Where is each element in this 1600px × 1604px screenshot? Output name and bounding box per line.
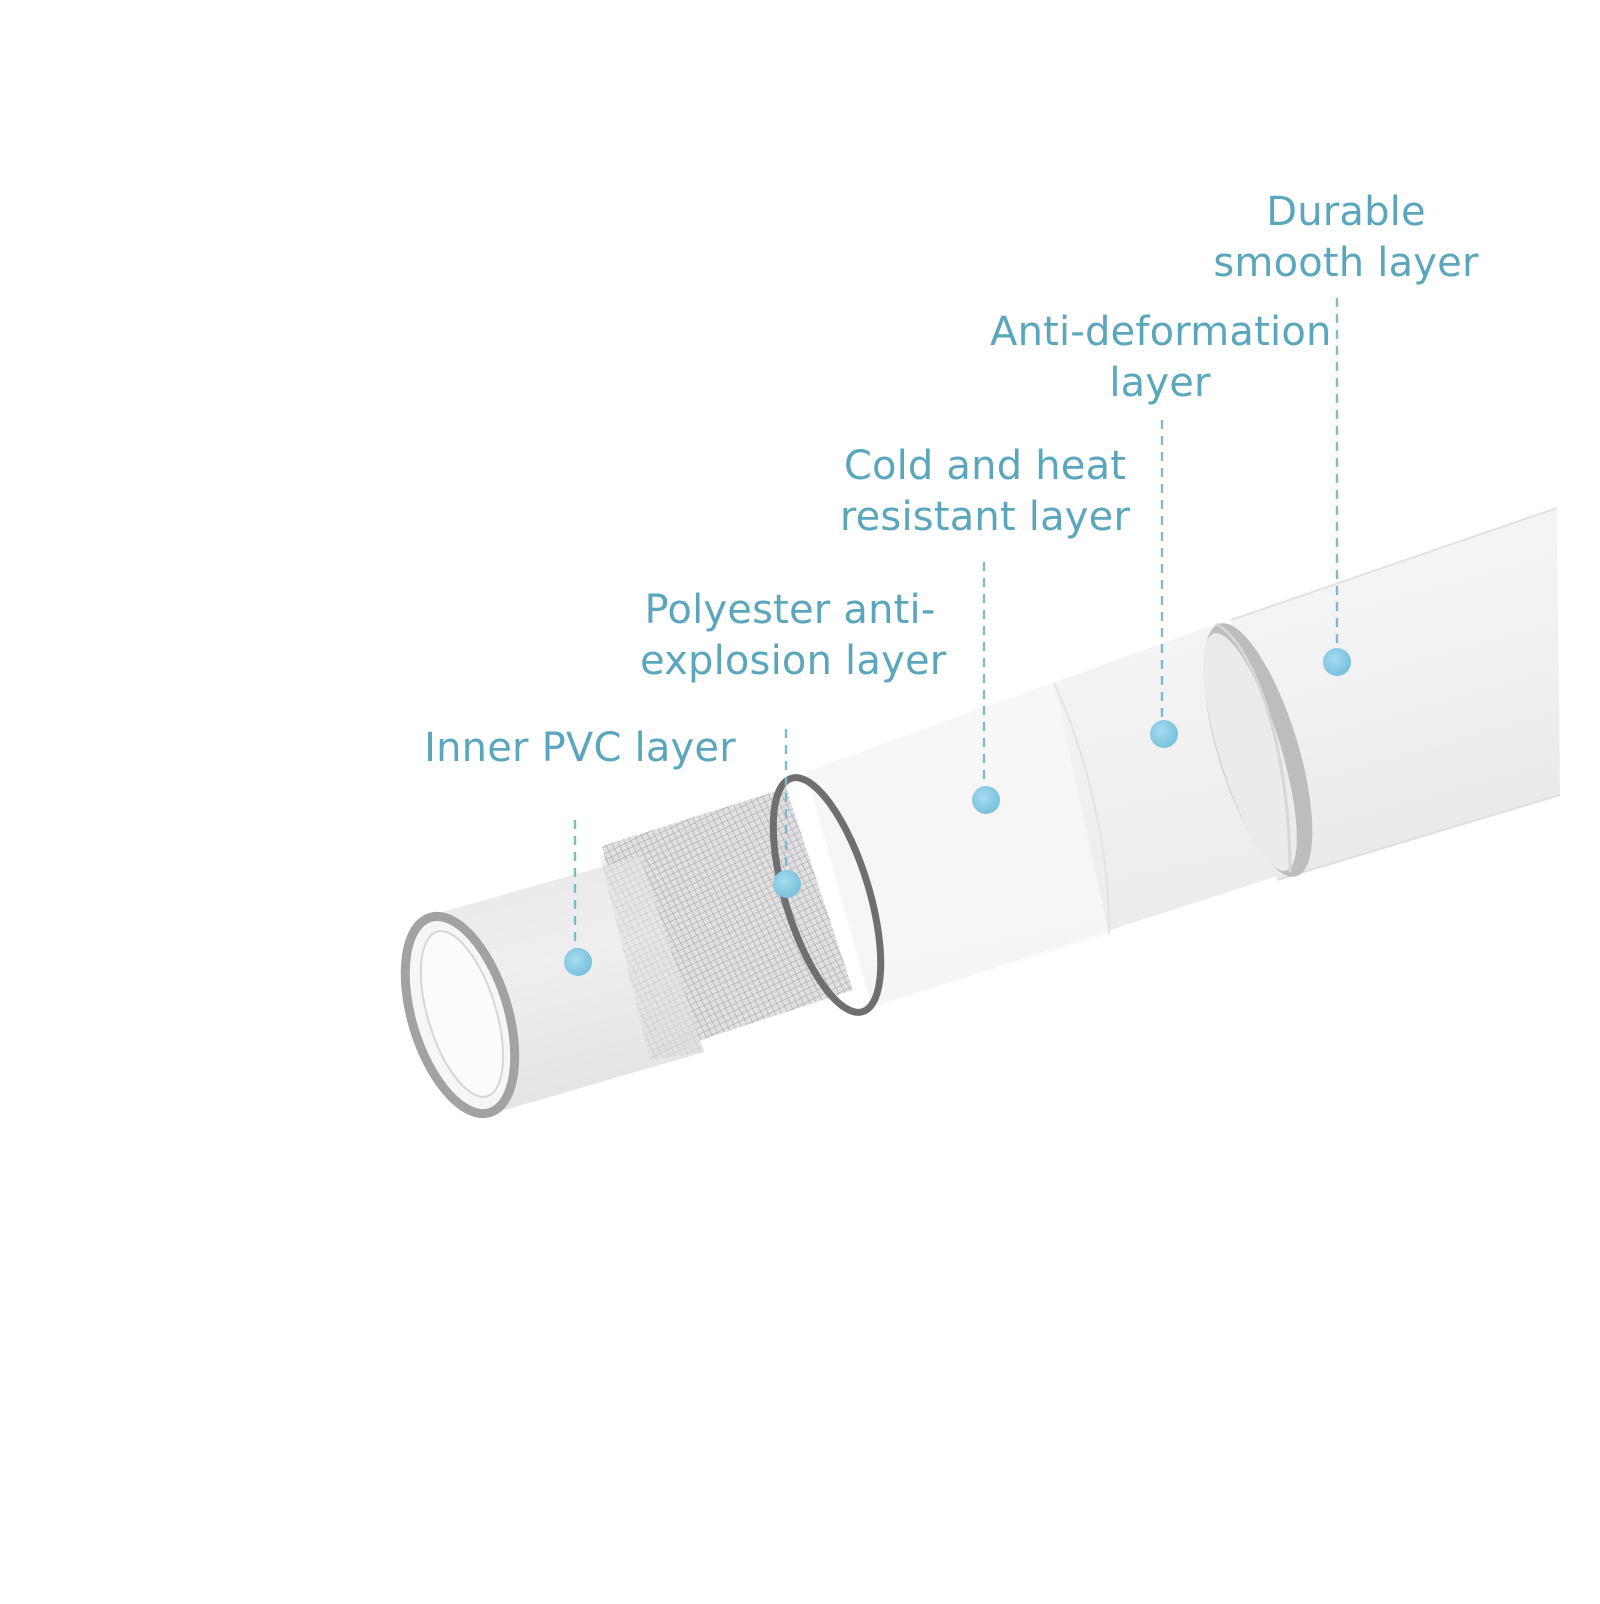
label-coldheat-line-1: Cold and heat <box>843 443 1127 489</box>
callout-dot-durable <box>1323 648 1351 676</box>
label-polyester-anti-explosion-layer: Polyester anti- explosion layer <box>640 585 947 687</box>
label-anti-deformation-layer: Anti-deformation layer <box>990 307 1332 409</box>
label-antidef-line-2: layer <box>1109 360 1211 406</box>
label-inner-pvc-layer: Inner PVC layer <box>420 723 740 774</box>
inner-pvc-tube-shape <box>400 856 704 1119</box>
label-polyester-line-2: explosion layer <box>640 638 947 684</box>
label-coldheat-line-2: resistant layer <box>839 494 1131 540</box>
label-cold-heat-resistant-layer: Cold and heat resistant layer <box>835 441 1135 543</box>
label-durable-smooth-layer: Durable smooth layer <box>1196 187 1496 289</box>
label-inner-line-1: Inner PVC layer <box>424 725 736 771</box>
label-antidef-line-1: Anti-deformation <box>990 309 1332 355</box>
callout-dot-cold-heat <box>972 786 1000 814</box>
durable-smooth-layer-shape <box>1230 507 1561 881</box>
label-durable-line-1: Durable <box>1266 189 1426 235</box>
durable-layer-ring <box>1203 622 1313 877</box>
callout-dots <box>564 648 1351 976</box>
label-polyester-line-1: Polyester anti- <box>644 587 936 633</box>
leader-lines <box>573 298 1339 950</box>
callout-dot-inner-pvc <box>564 948 592 976</box>
callout-dot-anti-deformation <box>1150 720 1178 748</box>
callout-dot-polyester <box>773 870 801 898</box>
middle-layers-shape <box>806 624 1290 1007</box>
label-durable-line-2: smooth layer <box>1213 240 1479 286</box>
